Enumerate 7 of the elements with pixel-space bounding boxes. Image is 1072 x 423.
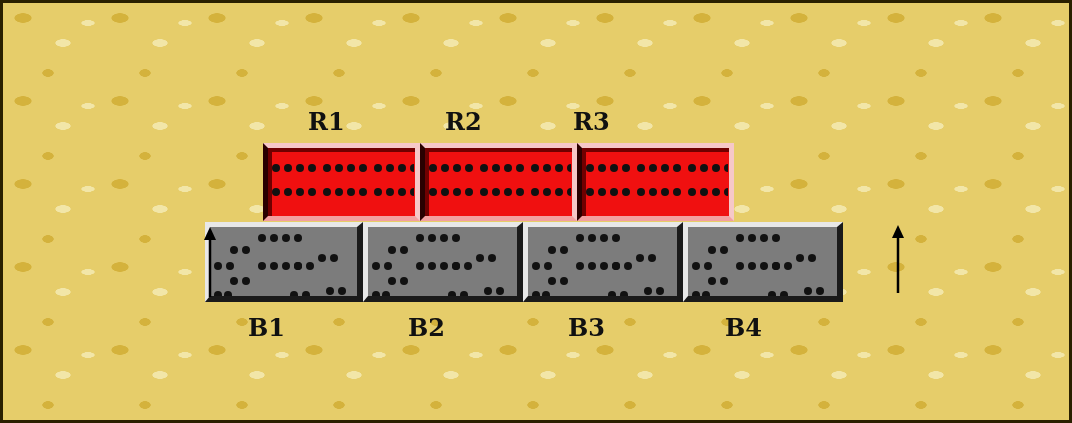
block-label: B3 bbox=[568, 313, 605, 342]
block-label: R1 bbox=[308, 107, 345, 136]
block-label: R3 bbox=[573, 107, 610, 136]
block-label: B1 bbox=[248, 313, 285, 342]
block-label: B2 bbox=[408, 313, 445, 342]
block-label: B4 bbox=[725, 313, 762, 342]
block-label: R2 bbox=[445, 107, 482, 136]
